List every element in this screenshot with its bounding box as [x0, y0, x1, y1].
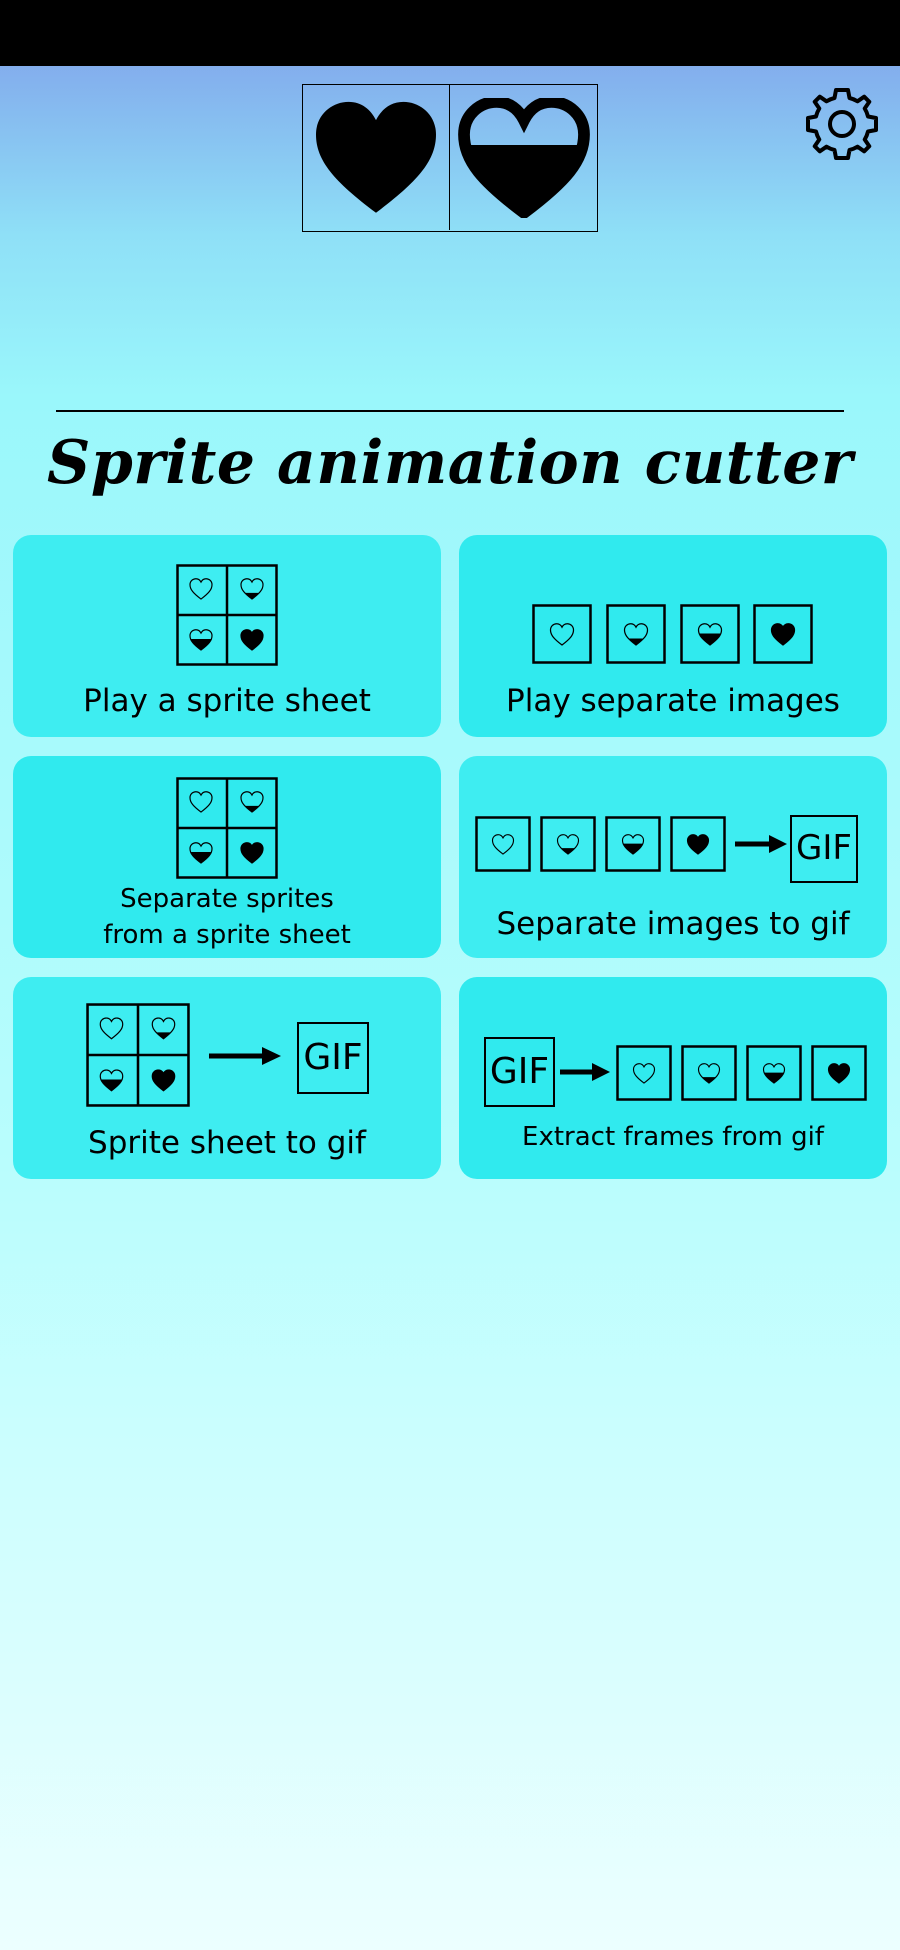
heart-filled-icon: [303, 85, 450, 230]
play-sprite-sheet-button[interactable]: Play a sprite sheet: [13, 535, 441, 737]
sprite-sheet-icon: [176, 564, 278, 666]
status-bar: [0, 0, 900, 66]
card-label: Extract frames from gif: [522, 1122, 824, 1152]
heart-half-icon: [450, 85, 597, 230]
settings-button[interactable]: [802, 84, 882, 164]
sprite-sheet-icon: [176, 777, 278, 879]
card-label-line: from a sprite sheet: [103, 920, 351, 950]
card-label-line: Separate sprites: [120, 884, 334, 914]
frame-icon: [670, 816, 726, 872]
gif-badge: GIF: [790, 815, 858, 883]
card-label: Sprite sheet to gif: [88, 1125, 366, 1161]
card-label: Separate images to gif: [496, 906, 850, 942]
frame-icon: [540, 816, 596, 872]
frame-icon: [605, 816, 661, 872]
play-separate-images-button[interactable]: Play separate images: [459, 535, 887, 737]
card-label: Separate sprites from a sprite sheet: [13, 881, 441, 953]
frame-icon: [746, 1045, 802, 1101]
arrow-right-icon: [209, 1047, 281, 1065]
separate-sprites-button[interactable]: Separate sprites from a sprite sheet: [13, 756, 441, 958]
arrow-right-icon: [735, 835, 787, 853]
separate-frames-icon: [532, 604, 813, 664]
frame-icon: [811, 1045, 867, 1101]
gif-badge: GIF: [297, 1022, 369, 1094]
extract-frames-button[interactable]: GIF Extract frames from gif: [459, 977, 887, 1179]
frame-icon: [616, 1045, 672, 1101]
arrow-right-icon: [560, 1063, 610, 1081]
gif-badge: GIF: [484, 1037, 555, 1107]
card-label: Play a sprite sheet: [83, 683, 371, 719]
gear-icon: [806, 88, 878, 160]
frame-icon: [475, 816, 531, 872]
sprite-sheet-icon: [86, 1003, 190, 1107]
page-title: Sprite animation cutter: [46, 428, 854, 498]
app-logo: [302, 84, 598, 232]
card-label: Play separate images: [506, 683, 840, 719]
frame-icon: [681, 1045, 737, 1101]
sprite-sheet-to-gif-button[interactable]: GIF Sprite sheet to gif: [13, 977, 441, 1179]
separate-images-to-gif-button[interactable]: GIF Separate images to gif: [459, 756, 887, 958]
title-divider: [56, 410, 844, 412]
